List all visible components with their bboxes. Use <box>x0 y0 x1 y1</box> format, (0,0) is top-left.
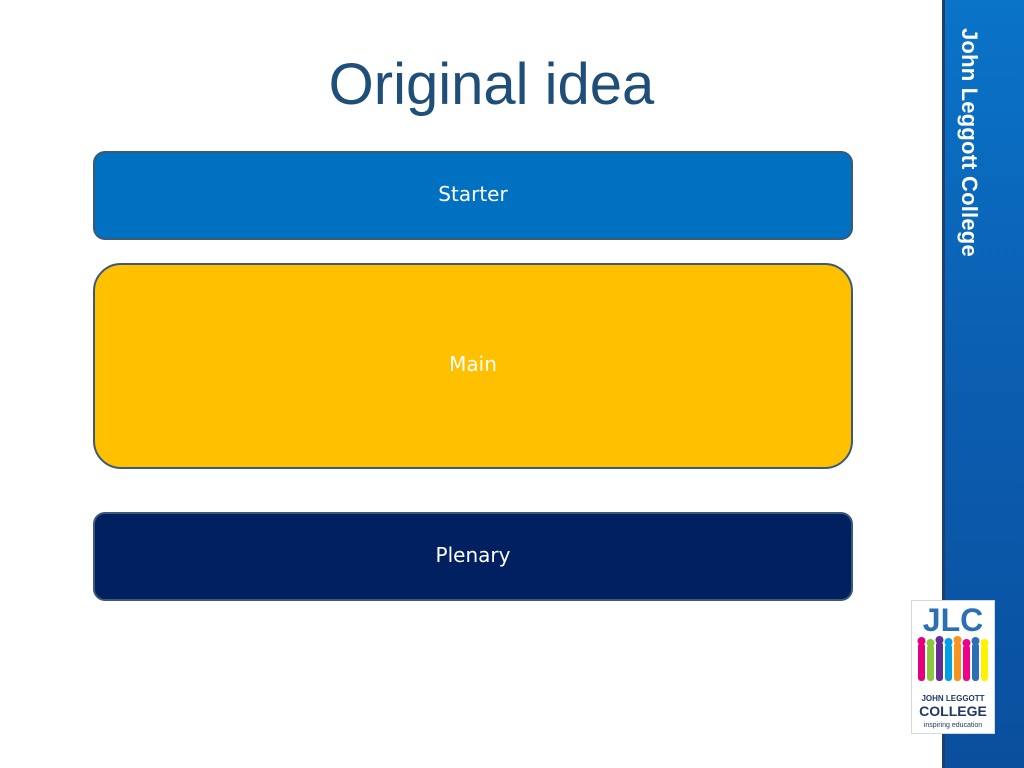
main-label: Main <box>449 352 497 376</box>
starter-label: Starter <box>438 181 508 206</box>
plenary-box: Plenary <box>93 512 853 601</box>
college-logo: JLC JOHN LEGGOTT COLLEGE inspiring educa… <box>911 600 995 734</box>
sidebar-divider <box>942 0 945 768</box>
logo-line2: COLLEGE <box>919 703 987 719</box>
logo-line1: JOHN LEGGOTT <box>921 694 984 703</box>
logo-tagline: inspiring education <box>924 722 982 729</box>
plenary-label: Plenary <box>435 542 511 567</box>
people-figures-icon <box>917 636 989 681</box>
sidebar-college-name: John Leggott College <box>957 28 982 257</box>
logo-initials: JLC <box>923 602 983 638</box>
starter-box: Starter <box>93 151 853 240</box>
slide-title: Original idea <box>328 52 655 117</box>
logo-graphic: JLC JOHN LEGGOTT COLLEGE inspiring educa… <box>917 602 989 729</box>
main-box: Main <box>93 263 853 469</box>
